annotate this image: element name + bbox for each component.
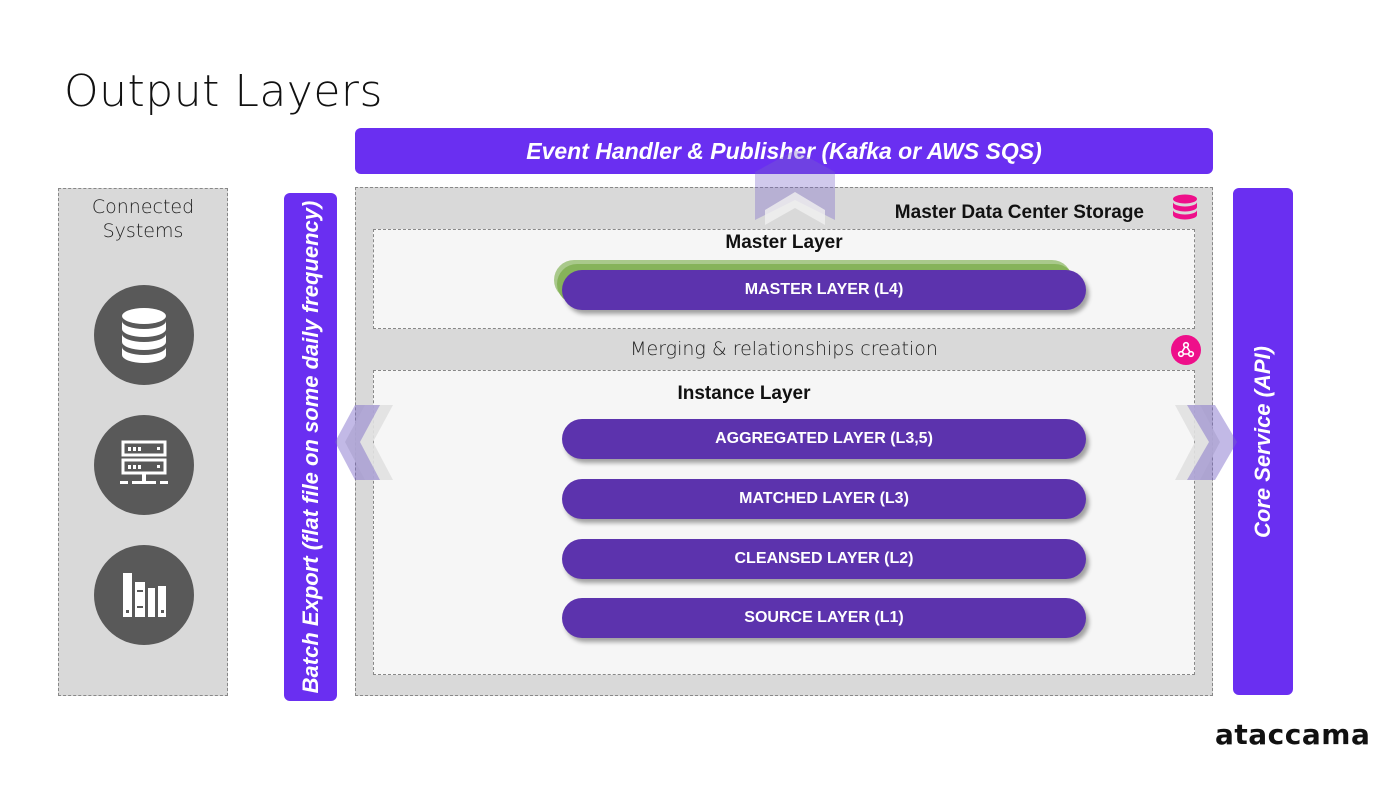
batch-export-label: Batch Export (flat file on some daily fr… [297,200,323,694]
chevron-right-icon [1175,405,1237,480]
database-icon [1170,194,1200,224]
server-icon [94,415,194,515]
event-handler-bar: Event Handler & Publisher (Kafka or AWS … [355,128,1213,174]
network-icon [1171,335,1201,365]
source-layer-pill: SOURCE LAYER (L1) [562,598,1086,638]
matched-layer-pill: MATCHED LAYER (L3) [562,479,1086,519]
library-icon [94,545,194,645]
connected-systems-panel: Connected Systems [58,188,228,696]
master-layer-title: Master Layer [725,232,843,253]
master-layer-pill: MASTER LAYER (L4) [562,270,1086,310]
chevron-left-icon [335,405,393,480]
core-service-label: Core Service (API) [1250,345,1275,538]
page-title: Output Layers [64,66,383,117]
batch-export-bar: Batch Export (flat file on some daily fr… [284,193,337,701]
master-data-center-storage: Master Data Center Storage Master Layer … [355,187,1213,696]
storage-title: Master Data Center Storage [894,202,1144,223]
event-handler-label: Event Handler & Publisher (Kafka or AWS … [526,137,1042,164]
ataccama-logo: ataccama [1215,718,1371,751]
instance-layer-title: Instance Layer [677,383,811,404]
instance-layer-box: Instance Layer AGGREGATED LAYER (L3,5) M… [373,370,1195,675]
connected-systems-title: Connected Systems [91,196,195,242]
aggregated-layer-pill: AGGREGATED LAYER (L3,5) [562,419,1086,459]
master-layer-box: Master Layer MASTER LAYER (L4) [373,229,1195,329]
core-service-bar: Core Service (API) [1233,188,1293,695]
cleansed-layer-pill: CLEANSED LAYER (L2) [562,539,1086,579]
chevron-up-icon [755,150,835,225]
merging-label: Merging & relationships creation [630,338,938,360]
database-icon [94,285,194,385]
